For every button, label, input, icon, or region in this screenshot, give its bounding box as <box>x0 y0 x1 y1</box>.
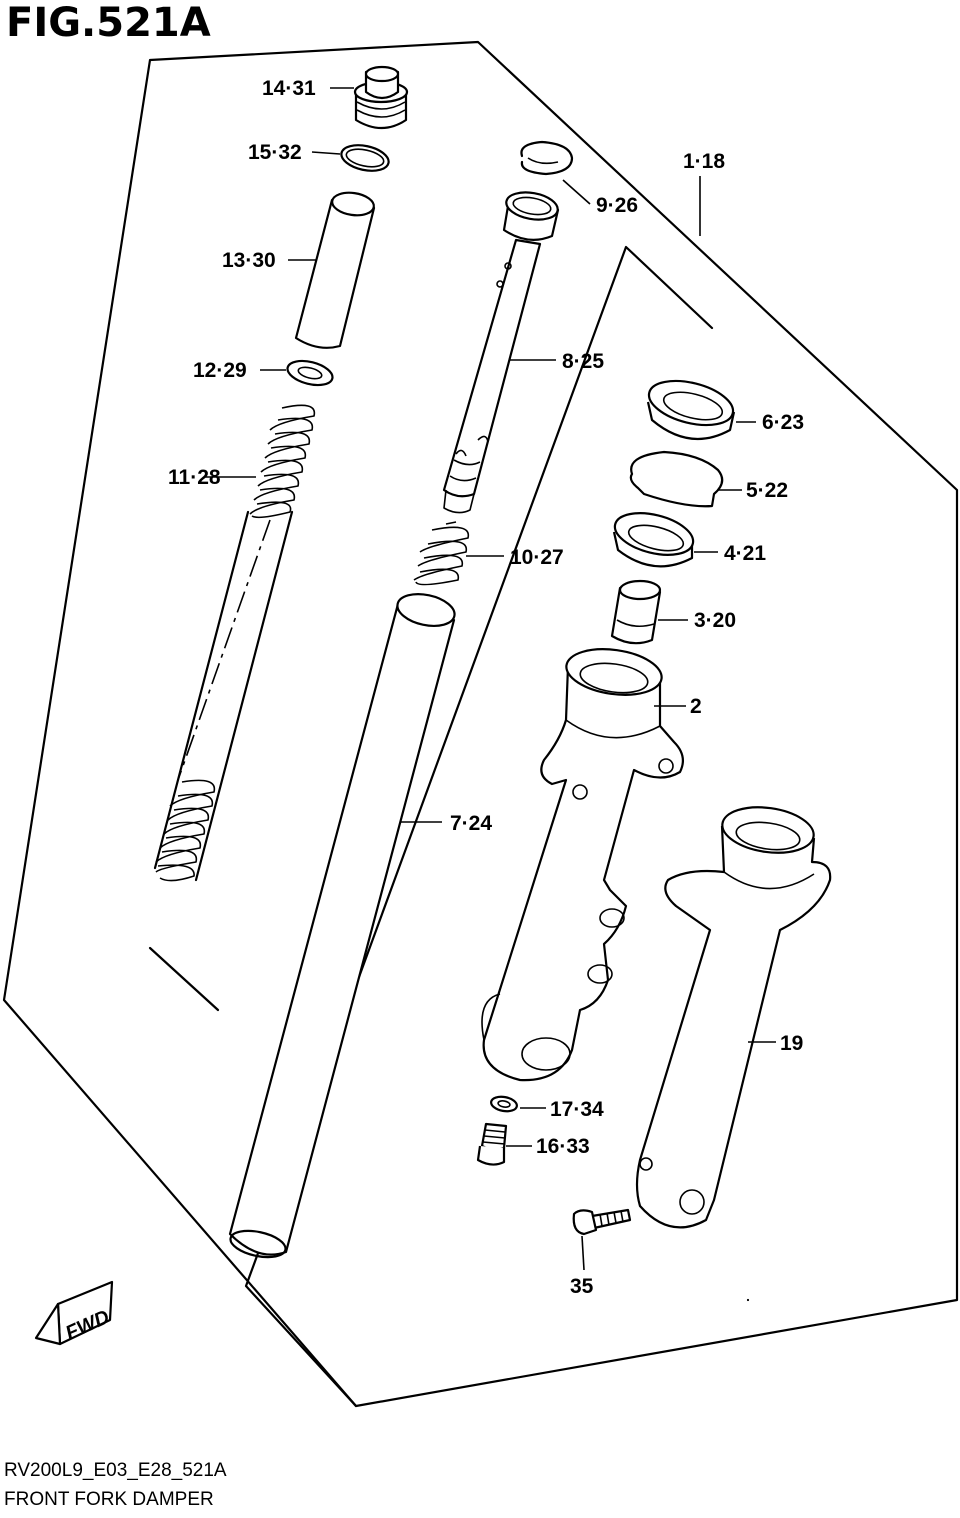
callout-12-29: 12·29 <box>193 359 247 382</box>
outer-assembly-outline <box>2 40 959 1408</box>
callout-15-32: 15·32 <box>248 141 302 164</box>
callout-14-31: 14·31 <box>262 77 316 100</box>
spring-group-outline <box>148 946 220 1012</box>
inner-tube-part <box>228 593 456 1259</box>
outer-tube-left-part <box>481 648 685 1082</box>
spacer-tube-part <box>294 191 376 349</box>
callout-13-30: 13·30 <box>222 249 276 272</box>
callout-9-26: 9·26 <box>596 194 638 217</box>
washer-part <box>286 359 334 387</box>
callout-1-18: 1·18 <box>683 150 725 173</box>
callout-35: 35 <box>570 1275 594 1298</box>
drain-bolt-part <box>476 1122 508 1166</box>
figure-code: RV200L9_E03_E28_521A <box>4 1460 227 1481</box>
outer-tube-right-part <box>635 806 832 1229</box>
callout-5-22: 5·22 <box>746 479 788 502</box>
clip-ring-part <box>629 450 724 508</box>
callout-19: 19 <box>780 1032 803 1055</box>
dust-seal-part <box>646 379 736 441</box>
fork-spring-part <box>153 404 316 882</box>
callout-2: 2 <box>690 695 702 718</box>
rebound-spring-part <box>413 521 470 586</box>
callout-6-23: 6·23 <box>762 411 804 434</box>
callout-3-20: 3·20 <box>694 609 736 632</box>
callout-16-33: 16·33 <box>536 1135 590 1158</box>
tube-group-outline <box>244 245 750 1408</box>
figure-name: FRONT FORK DAMPER <box>4 1489 214 1510</box>
gasket-part <box>490 1095 518 1113</box>
o-ring-part <box>340 144 390 172</box>
cap-bolt-part <box>572 1208 632 1236</box>
callout-17-34: 17·34 <box>550 1098 604 1121</box>
figure-title: FIG.521A <box>6 0 211 46</box>
callout-8-25: 8·25 <box>562 350 604 373</box>
callout-4-21: 4·21 <box>724 542 766 565</box>
damper-rod-part <box>442 191 560 514</box>
callout-11-28: 11·28 <box>168 466 221 489</box>
plug-bolt-part <box>353 65 409 130</box>
oil-seal-part <box>612 512 695 568</box>
slide-bushing-part <box>610 579 662 645</box>
callout-10-27: 10·27 <box>510 546 564 569</box>
fwd-direction-badge: FWD <box>34 1280 114 1346</box>
callout-7-24: 7·24 <box>450 812 492 835</box>
snap-ring-part <box>520 140 574 176</box>
